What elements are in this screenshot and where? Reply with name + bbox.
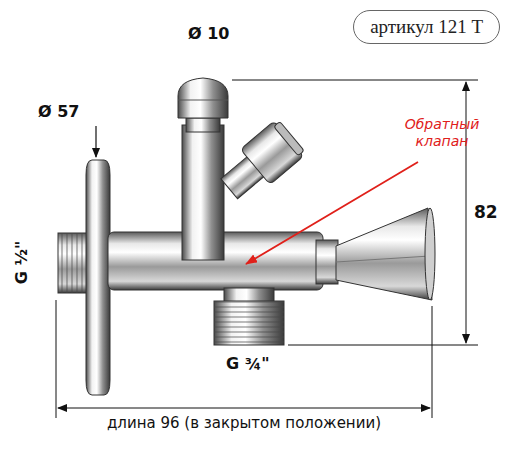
valve-stem — [182, 125, 224, 260]
callout-arrow — [246, 162, 418, 264]
diameter-arrow — [95, 126, 96, 157]
dimension-label: 82 — [474, 202, 498, 222]
escutcheon-flange — [86, 160, 110, 395]
diameter-label: Ø 10 — [188, 24, 229, 43]
article-text: артикул 121 T — [370, 16, 483, 38]
thread-label: G ¾" — [226, 354, 270, 373]
dimension-label: длина 96 (в закрытом положении) — [107, 414, 381, 432]
top-nut — [178, 78, 228, 132]
check-valve-cap — [214, 118, 306, 206]
diameter-label: Ø 57 — [38, 102, 79, 121]
length-dimension — [56, 300, 432, 418]
handle — [316, 208, 435, 300]
outlet-thread — [214, 288, 284, 345]
article-box: артикул 121 T — [353, 10, 500, 44]
callout-text: Обратный клапан — [398, 116, 486, 150]
thread-label: G ½" — [12, 240, 31, 284]
